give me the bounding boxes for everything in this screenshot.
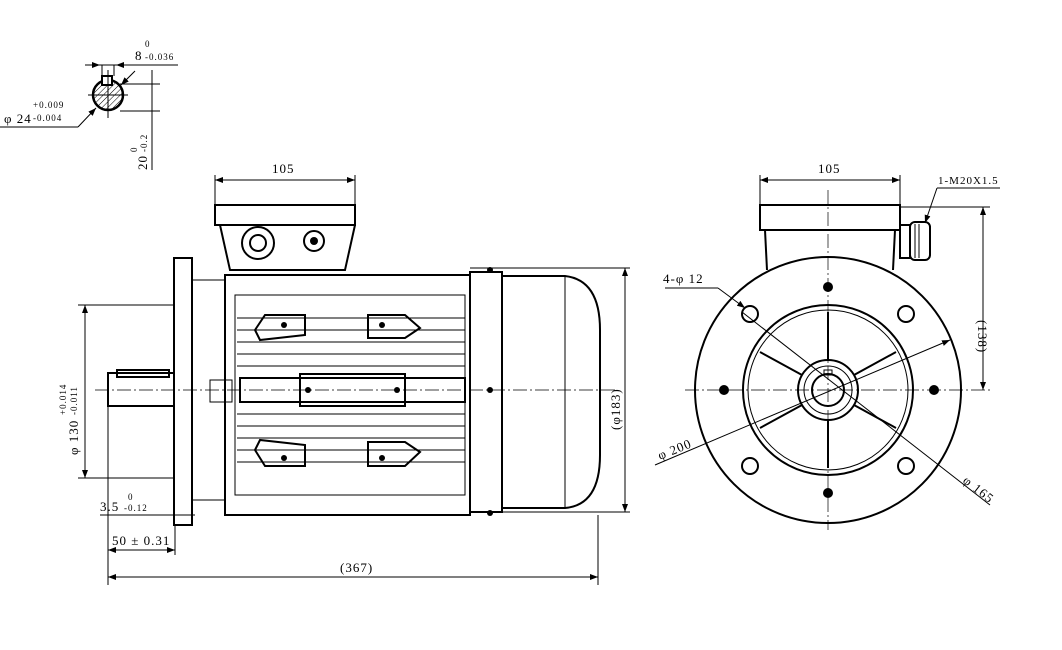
- front-view: 105 1-M20X1.5 (138) 4-φ 12 φ 200 φ 165: [654, 161, 1000, 530]
- cooling-fins: [237, 317, 465, 463]
- overall-height-dim: (φ183): [608, 388, 623, 430]
- spigot-depth-tol-lower: -0.12: [124, 503, 148, 513]
- shaft-dia-dim: φ 24: [4, 111, 32, 126]
- key-depth-tol-lower: -0.2: [139, 134, 149, 152]
- shaft-dia-tol-lower: -0.004: [33, 113, 62, 123]
- fan-spokes: [759, 312, 897, 468]
- front-terminal-box-width: 105: [818, 161, 841, 176]
- cable-gland-label: 1-M20X1.5: [938, 175, 999, 187]
- flange-dia-dim: φ 200: [656, 436, 694, 463]
- spigot-depth-tol-upper: 0: [128, 492, 134, 502]
- key-depth-tol-upper: 0: [129, 147, 139, 153]
- key-width-dim: 8: [135, 48, 143, 63]
- spigot-tol-upper: +0.014: [58, 384, 68, 415]
- side-view: 105 φ 130 +0.014 -0.011 3.5 0 -0.12 50 ±…: [58, 161, 630, 585]
- center-height-dim: (138): [975, 320, 990, 353]
- side-terminal-box-width: 105: [272, 161, 295, 176]
- overall-length-dim: (367): [340, 560, 373, 575]
- spigot-depth-dim: 3.5: [100, 499, 119, 514]
- key-depth-dim: 20: [135, 155, 150, 170]
- shaft-length-dim: 50 ± 0.31: [112, 533, 170, 548]
- spigot-dia-dim: φ 130: [66, 420, 81, 455]
- shaft-section-detail: 8 0 -0.036 φ 24 +0.009 -0.004 20 0 -0.2: [0, 39, 178, 170]
- key-width-tol-lower: -0.036: [145, 52, 174, 62]
- spigot-tol-lower: -0.011: [69, 386, 79, 415]
- shaft-dia-tol-upper: +0.009: [33, 100, 64, 110]
- key-width-tol-upper: 0: [145, 39, 151, 49]
- pcd-dim: φ 165: [960, 473, 997, 507]
- mount-holes-label: 4-φ 12: [663, 271, 704, 286]
